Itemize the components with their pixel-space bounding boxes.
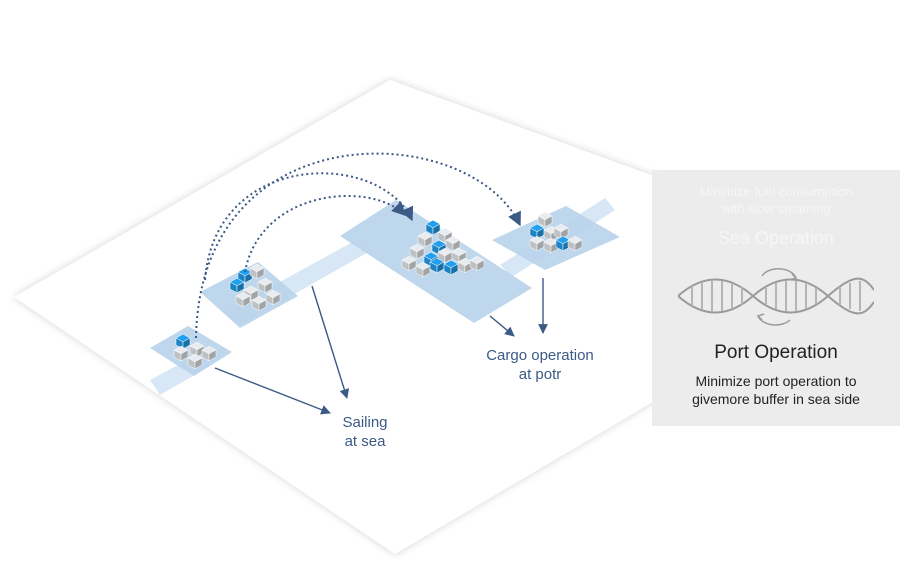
container-stacks xyxy=(173,211,583,370)
cube-face xyxy=(416,247,425,260)
cube-face xyxy=(476,259,485,272)
pointer-arrows xyxy=(214,278,548,415)
cube-face xyxy=(422,265,431,278)
arc-middle xyxy=(204,172,414,281)
dotted-arcs xyxy=(195,152,521,339)
arrow-cargo-1 xyxy=(489,315,515,337)
cube-face xyxy=(256,267,265,280)
cube-face xyxy=(236,281,245,294)
dna-helix-icon xyxy=(678,268,874,326)
cube-face xyxy=(264,281,273,294)
cube-face xyxy=(574,239,583,252)
cube-face xyxy=(452,239,461,252)
cube-face xyxy=(182,337,191,350)
sea-operation-title: Sea Operation xyxy=(717,228,835,248)
arc-inner xyxy=(244,195,406,273)
cube-face xyxy=(258,299,267,312)
arrow-sailing-2 xyxy=(311,285,350,399)
port-note-line2: givemore buffer in sea side xyxy=(692,391,860,407)
operation-panel: Minimize fuel consumption with slow stea… xyxy=(652,170,900,426)
cube-face xyxy=(194,357,203,370)
port-operation-title: Port Operation xyxy=(714,342,838,363)
cube-face xyxy=(450,263,459,276)
port-note-line1: Minimize port operation to xyxy=(695,373,857,389)
label-cargo-line1: Cargo operation xyxy=(486,347,594,364)
sea-note-line1: Minimize fuel consumption xyxy=(699,184,853,199)
arrow-sailing-1 xyxy=(214,367,331,415)
label-sailing-line2: at sea xyxy=(344,433,386,450)
cycle-arrows-icon xyxy=(756,268,798,326)
cube-face xyxy=(242,295,251,308)
cube-face xyxy=(424,235,433,248)
cube-face xyxy=(208,349,217,362)
label-cargo-line2: at potr xyxy=(518,366,562,383)
cube-face xyxy=(272,293,281,306)
label-sailing-line1: Sailing xyxy=(342,414,388,431)
sea-note-line2: with slow steaming xyxy=(721,201,831,216)
cube-face xyxy=(180,349,189,362)
cube-face xyxy=(544,215,553,228)
